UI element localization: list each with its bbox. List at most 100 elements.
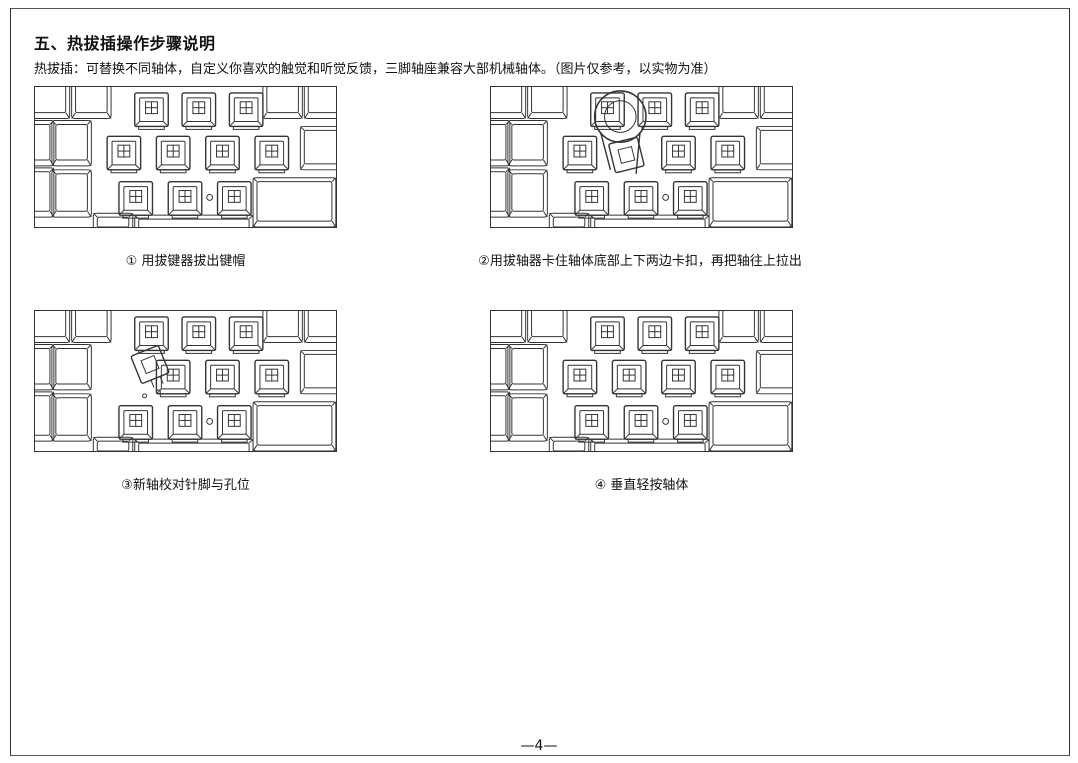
step-1-illustration xyxy=(34,86,337,228)
keycap xyxy=(71,311,112,344)
keycap xyxy=(35,167,55,218)
switch xyxy=(562,135,598,174)
switch xyxy=(216,180,252,219)
keycap xyxy=(755,125,792,171)
page-border xyxy=(10,8,1070,756)
new-switch xyxy=(130,345,170,388)
pulled-switch xyxy=(608,136,645,174)
switch xyxy=(611,359,647,398)
switch xyxy=(106,135,142,174)
switch xyxy=(118,180,154,219)
switch xyxy=(228,92,264,130)
keycap xyxy=(590,438,710,451)
pin-hole xyxy=(142,393,148,399)
switch xyxy=(684,316,720,354)
switch xyxy=(254,135,290,174)
keycap xyxy=(252,177,336,227)
switch xyxy=(228,316,264,354)
keycap xyxy=(51,169,92,218)
keycap xyxy=(491,167,511,218)
step-1-caption: ① 用拔键器拔出键帽 xyxy=(125,254,246,269)
keycap xyxy=(35,87,71,120)
keycap xyxy=(491,344,511,391)
keycap xyxy=(35,391,55,442)
switch xyxy=(637,92,673,130)
switch xyxy=(637,316,673,354)
keycap xyxy=(299,349,336,395)
keycap xyxy=(507,120,548,167)
screw-hole xyxy=(206,417,214,425)
keycap xyxy=(299,125,336,171)
keycap xyxy=(491,391,511,442)
keycap xyxy=(252,401,336,451)
keycap xyxy=(71,87,112,120)
keycap xyxy=(708,401,792,451)
switch xyxy=(167,180,203,219)
keycap xyxy=(527,87,568,120)
switch xyxy=(118,404,154,443)
switch xyxy=(181,92,217,130)
switch xyxy=(574,404,610,443)
switch xyxy=(672,404,708,443)
keycap xyxy=(51,344,92,391)
keycap xyxy=(134,214,254,227)
switch xyxy=(134,92,169,130)
switch xyxy=(181,316,217,354)
keycap xyxy=(491,87,527,120)
keycap xyxy=(507,344,548,391)
keycap xyxy=(718,311,759,344)
screw-hole xyxy=(662,417,670,425)
keycap xyxy=(491,120,511,167)
step-2-illustration xyxy=(490,86,793,228)
switch xyxy=(216,404,252,443)
switch xyxy=(205,135,240,174)
keycap xyxy=(718,87,759,120)
page-number: —4— xyxy=(520,738,558,754)
keycap xyxy=(303,87,336,120)
keycap xyxy=(35,120,55,167)
keycap xyxy=(507,393,548,442)
step-4-caption: ④ 垂直轻按轴体 xyxy=(594,478,689,493)
keycap xyxy=(262,311,303,344)
switch xyxy=(684,92,720,130)
switch xyxy=(623,404,659,443)
keycap xyxy=(759,311,792,344)
switch xyxy=(661,359,696,398)
switch xyxy=(590,316,625,354)
screw-hole xyxy=(662,193,670,201)
switch xyxy=(254,359,290,398)
screw-hole xyxy=(206,193,214,201)
keycap xyxy=(491,311,527,344)
step-4-illustration xyxy=(490,310,793,452)
switch xyxy=(672,180,708,219)
keycap xyxy=(548,212,590,227)
keycap xyxy=(134,438,254,451)
switch xyxy=(710,359,746,398)
switch xyxy=(167,404,203,443)
keycap xyxy=(51,393,92,442)
step-2-caption: ②用拔轴器卡住轴体底部上下两边卡扣，再把轴往上拉出 xyxy=(478,254,802,269)
step-3-illustration xyxy=(34,310,337,452)
keycap xyxy=(708,177,792,227)
keycap xyxy=(35,344,55,391)
keycap xyxy=(759,87,792,120)
section-title: 五、热拔插操作步骤说明 xyxy=(34,34,216,53)
keycap xyxy=(35,311,71,344)
switch xyxy=(134,316,169,354)
switch xyxy=(205,359,240,398)
switch xyxy=(661,135,696,174)
switch xyxy=(155,135,191,174)
switch xyxy=(562,359,598,398)
keycap xyxy=(51,120,92,167)
keycap xyxy=(303,311,336,344)
section-intro: 热拔插：可替换不同轴体，自定义你喜欢的触觉和听觉反馈，三脚轴座兼容大部机械轴体。… xyxy=(34,62,717,77)
step-3-caption: ③新轴校对针脚与孔位 xyxy=(121,478,250,493)
switch-puller-icon xyxy=(593,90,647,174)
keycap xyxy=(262,87,303,120)
switch xyxy=(623,180,659,219)
keycap xyxy=(755,349,792,395)
keycap xyxy=(507,169,548,218)
switch xyxy=(710,135,746,174)
switch xyxy=(574,180,610,219)
switch xyxy=(155,359,191,398)
